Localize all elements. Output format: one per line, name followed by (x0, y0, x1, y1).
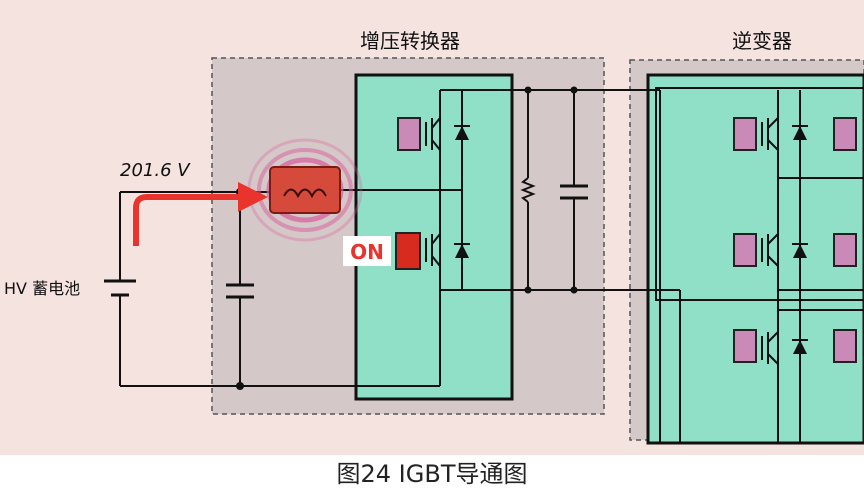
inverter-igbt-icon (761, 117, 779, 365)
junction-dot (236, 382, 244, 390)
inverter-label: 逆变器 (732, 29, 792, 53)
inverter-inner-frame (655, 87, 864, 301)
discharge-resistor (520, 177, 536, 203)
battery-wiring (119, 189, 440, 387)
diode-icon (793, 340, 807, 354)
input-capacitor (226, 283, 254, 299)
battery-symbol (104, 279, 136, 297)
on-label: ON (350, 240, 384, 264)
boost-igbt-lower (425, 233, 441, 267)
dc-bus-wiring (440, 89, 680, 291)
inverter-gate-pads (733, 117, 857, 363)
boost-igbt-upper (425, 117, 441, 151)
boost-module (354, 73, 514, 401)
diode-icon (455, 244, 469, 258)
boost-converter-label: 增压转换器 (360, 29, 460, 53)
battery-label: HV 蓄电池 (4, 279, 80, 298)
smoothing-capacitor (560, 184, 588, 200)
diode-icon (793, 244, 807, 258)
inductor-coil-icon (283, 188, 327, 199)
caption-background (0, 455, 864, 493)
current-flow-arrow (133, 182, 268, 246)
diode-icon (455, 126, 469, 140)
diode-icon (793, 126, 807, 140)
on-label-box (343, 236, 391, 266)
figure-caption: 图24 IGBT导通图 (337, 460, 528, 488)
gate-pad-upper (397, 117, 421, 151)
gate-pad-on (395, 232, 421, 270)
voltage-label: 201.6 V (120, 160, 191, 181)
